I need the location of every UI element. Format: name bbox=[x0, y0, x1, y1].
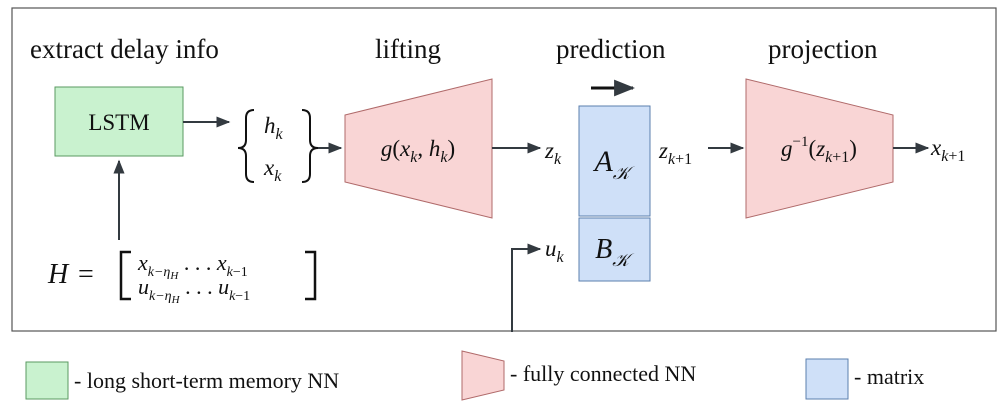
legend-fcnn-swatch bbox=[461, 350, 505, 401]
legend-fcnn-label: - fully connected NN bbox=[510, 361, 696, 386]
legend-lstm-label: - long short-term memory NN bbox=[74, 368, 339, 393]
arrow-input-u bbox=[511, 243, 542, 332]
stage-title-projection: projection bbox=[768, 34, 878, 64]
matrix-b-block bbox=[578, 217, 651, 282]
stage-title-prediction: prediction bbox=[556, 34, 666, 64]
legend-matrix-swatch bbox=[805, 358, 849, 400]
legend-matrix-label: - matrix bbox=[854, 364, 924, 389]
history-equals: = bbox=[78, 259, 94, 290]
left-brace bbox=[237, 109, 255, 183]
lifting-nn-block bbox=[344, 78, 493, 219]
stage-title-lifting: lifting bbox=[375, 34, 441, 64]
legend-lstm-swatch bbox=[25, 361, 69, 400]
lstm-block bbox=[54, 86, 184, 157]
history-symbol: H bbox=[47, 259, 70, 290]
history-left-bracket bbox=[119, 250, 131, 301]
history-right-bracket bbox=[305, 250, 317, 301]
lstm-label: LSTM bbox=[88, 110, 149, 135]
stage-title-extract: extract delay info bbox=[30, 34, 219, 64]
matrix-a-block bbox=[578, 105, 651, 217]
projection-nn-block bbox=[745, 78, 894, 219]
